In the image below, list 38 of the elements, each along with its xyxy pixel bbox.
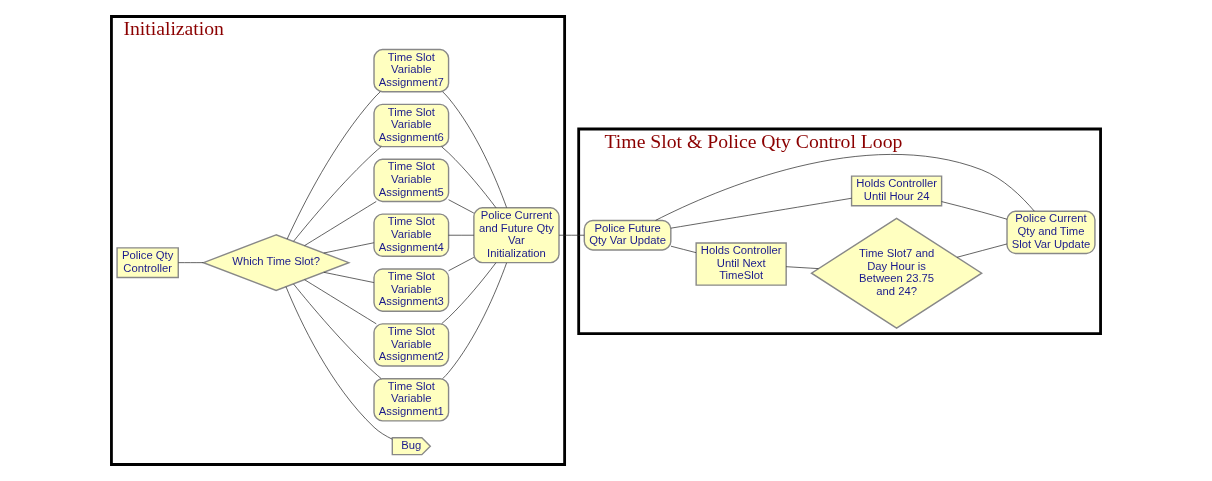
connector (941, 201, 1008, 220)
node-box: Police Qty Controller (116, 247, 179, 279)
node-box: Time Slot Variable Assignment7 (373, 48, 450, 93)
connector (441, 146, 497, 209)
node-diamond: Time Slot7 and Day Hour is Between 23.75 and 24? (810, 217, 983, 329)
connector (304, 201, 377, 246)
node-box: Time Slot Variable Assignment5 (373, 158, 450, 203)
node-box: Time Slot Variable Assignment1 (373, 378, 450, 422)
node-box: Holds Controller Until Next TimeSlot (695, 242, 787, 286)
connector (442, 91, 507, 208)
node-diamond: Which Time Slot? (201, 234, 351, 292)
node-box: Police Future Qty Var Update (583, 219, 672, 251)
connector (304, 279, 377, 325)
node-box: Police Current and Future Qty Var Initialization (473, 207, 560, 264)
connector (655, 154, 1035, 221)
connector (442, 262, 507, 379)
node-box: Time Slot Variable Assignment2 (373, 323, 450, 367)
connector (441, 262, 497, 325)
connector (285, 286, 393, 440)
connector (558, 234, 585, 236)
connector (448, 257, 475, 272)
connector (323, 242, 375, 254)
connector (323, 271, 375, 283)
connector (785, 266, 819, 269)
connector (448, 199, 475, 214)
connector (448, 234, 475, 236)
connector (670, 197, 852, 229)
connector (670, 245, 697, 253)
node-box: Police Current Qty and Time Slot Var Update (1006, 210, 1096, 255)
node-box: Time Slot Variable Assignment4 (373, 213, 450, 258)
connector (293, 146, 382, 242)
node-box: Time Slot Variable Assignment6 (373, 103, 450, 148)
connector (293, 283, 382, 379)
connector (178, 262, 204, 263)
connector (286, 91, 381, 240)
node-box: Time Slot Variable Assignment3 (373, 268, 450, 312)
node-box: Holds Controller Until Hour 24 (850, 175, 943, 207)
connector (956, 243, 1008, 258)
